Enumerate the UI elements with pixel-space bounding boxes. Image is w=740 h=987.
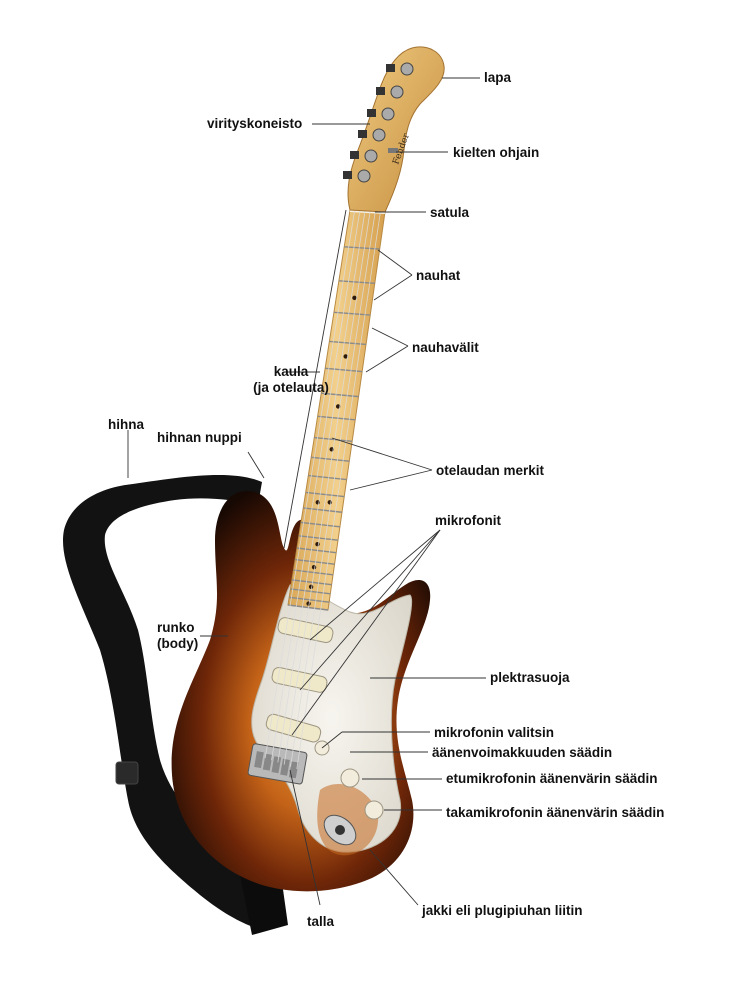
neck	[287, 209, 386, 611]
leader-lines	[127, 77, 486, 906]
string	[271, 211, 361, 761]
fret	[325, 367, 363, 373]
pickups	[265, 617, 334, 743]
label-lapa: lapa	[484, 70, 512, 85]
fret-marker	[308, 584, 314, 590]
fret	[344, 246, 380, 250]
label-nauhavalit: nauhavälit	[412, 340, 479, 355]
headstock	[347, 46, 445, 213]
strings	[264, 211, 381, 769]
label-runko-line2: (body)	[157, 636, 199, 651]
fret	[321, 392, 359, 398]
fret-marker	[343, 354, 348, 359]
fret-marker	[311, 564, 317, 570]
string	[264, 211, 355, 759]
fret	[289, 596, 330, 603]
label-kaula: kaula (ja otelauta)	[241, 364, 341, 396]
string	[283, 211, 371, 765]
label-kaula-line2: (ja otelauta)	[253, 380, 329, 395]
label-jakki: jakki eli plugipiuhan liitin	[422, 903, 583, 918]
label-hihnan-nuppi: hihnan nuppi	[157, 430, 242, 445]
fret	[287, 604, 329, 611]
strap-buckle	[115, 761, 139, 785]
tuners	[343, 62, 414, 183]
label-satula: satula	[430, 205, 470, 220]
fret	[290, 588, 331, 595]
label-runko: runko (body)	[157, 620, 198, 652]
label-etumikrofonin-saadin: etumikrofonin äänenvärin säädin	[446, 771, 658, 786]
string	[277, 211, 366, 763]
label-plektrasuoja: plektrasuoja	[490, 670, 570, 685]
string	[290, 211, 376, 767]
label-kaula-line1: kaula	[273, 364, 309, 379]
label-runko-line1: runko	[157, 620, 195, 635]
label-otelaudan-merkit: otelaudan merkit	[436, 463, 545, 478]
label-mikrofonin-valitsin: mikrofonin valitsin	[434, 725, 555, 740]
label-hihna: hihna	[108, 417, 144, 432]
pickguard	[251, 583, 413, 853]
label-kielten-ohjain: kielten ohjain	[453, 145, 540, 160]
label-takamikrofonin-saadin: takamikrofonin äänenvärin säädin	[446, 805, 665, 820]
label-talla: talla	[307, 914, 335, 929]
label-aanenvoimakkuuden-saadin: äänenvoimakkuuden säädin	[432, 745, 613, 760]
fret	[333, 311, 371, 316]
label-virityskoneisto: virityskoneisto	[207, 116, 303, 131]
label-nauhat: nauhat	[416, 268, 461, 283]
string-tree	[388, 148, 398, 153]
label-mikrofonit: mikrofonit	[435, 513, 501, 528]
fret	[338, 280, 375, 285]
fret	[291, 579, 332, 586]
fret	[329, 340, 367, 346]
string	[296, 211, 381, 769]
strap	[62, 474, 279, 930]
fret-marker	[352, 295, 357, 301]
